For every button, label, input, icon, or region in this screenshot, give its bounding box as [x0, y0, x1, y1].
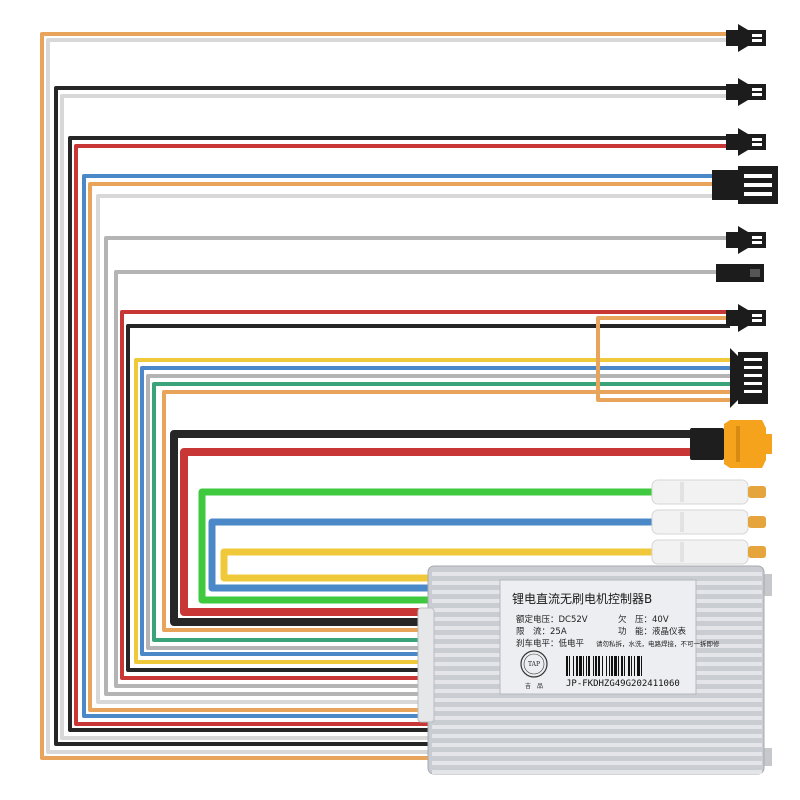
wire-black-2: [54, 86, 730, 746]
barcode-bar: [606, 656, 607, 676]
barcode-bar: [595, 656, 597, 676]
heatsink-fin: [432, 698, 762, 702]
wire-orange-loop: [596, 316, 730, 402]
label-rated-voltage: 额定电压：DC52V: [516, 614, 588, 625]
label-current-limit: 限 流：25A: [516, 626, 567, 637]
barcode-bar: [573, 656, 574, 676]
label-notes: 请勿私拆，水洗，电路焊接，不可一拆即修: [596, 639, 720, 648]
wire-white-4: [96, 194, 716, 704]
barcode-bar: [631, 656, 632, 676]
heatsink-fin: [432, 743, 762, 747]
barcode-bar: [588, 656, 590, 676]
heatsink-fin: [432, 725, 762, 729]
barcode-bar: [634, 656, 635, 676]
label-under-voltage: 欠 压：40V: [618, 614, 669, 625]
wire-green-8: [152, 382, 730, 642]
wire-gray-5: [104, 236, 730, 696]
bullet-connector-yellow: [651, 539, 766, 565]
barcode-bar: [586, 656, 587, 676]
connector-2pin-2: [726, 78, 766, 106]
barcode-bar: [569, 656, 570, 676]
barcode-bar: [624, 656, 625, 676]
barcode-bar: [579, 656, 582, 676]
heatsink-fin: [432, 770, 762, 774]
barcode-bar: [637, 656, 640, 676]
wire-phase-green: [198, 488, 656, 604]
barcode-bar: [641, 656, 642, 676]
wire-blue-4: [82, 174, 716, 718]
label-function: 功 能：液晶仪表: [618, 626, 687, 637]
barcode-bar: [593, 656, 594, 676]
barcode-bar: [618, 656, 619, 676]
barcode-text: JP-FKDHZG49G202411060: [566, 679, 680, 689]
wire-white-2: [60, 94, 730, 740]
power-phase-wire-bundle: [170, 430, 694, 626]
bullet-connector-green: [651, 479, 766, 505]
xt-power-connector: [690, 420, 772, 468]
heatsink-fin: [432, 734, 762, 738]
label-title: 锂电直流无刷电机控制器B: [512, 591, 652, 606]
wire-gray-6: [114, 270, 718, 688]
barcode-bar: [602, 656, 603, 676]
heatsink-fin: [432, 752, 762, 756]
wire-power-black: [170, 430, 694, 626]
heatsink-fin: [432, 572, 762, 576]
wire-phase-yellow: [220, 548, 656, 582]
connector-2pin-5: [726, 226, 766, 254]
connector-3pin-4: [712, 166, 778, 204]
heatsink-fin: [432, 716, 762, 720]
barcode-bar: [598, 656, 600, 676]
barcode-bar: [566, 656, 568, 676]
connector-6pin-8: [730, 348, 768, 408]
barcode-bar: [611, 656, 613, 676]
wire-phase-blue: [208, 518, 656, 592]
heatsink-fin: [432, 761, 762, 765]
wire-blue-8: [140, 366, 730, 656]
label-brake-level: 刹车电平：低电平: [516, 638, 585, 649]
connector-2pin-1: [726, 24, 766, 52]
wire-red-7: [120, 310, 730, 680]
barcode-bar: [609, 656, 610, 676]
barcode-bar: [628, 656, 630, 676]
bullet-connector-blue: [651, 509, 766, 535]
connector-small-6: [716, 264, 764, 282]
barcode-bar: [621, 656, 623, 676]
brand-logo: TAP 吉 品: [520, 650, 548, 690]
logo-text: TAP: [528, 661, 540, 668]
barcode-bar: [583, 656, 584, 676]
wire-orange-top: [40, 32, 730, 760]
barcode: [566, 656, 642, 676]
connector-2pin-7: [726, 304, 766, 332]
barcode-bar: [614, 656, 617, 676]
wire-orange-4: [88, 182, 716, 712]
wire-gray-8: [146, 374, 730, 650]
wire-black-7: [126, 324, 730, 672]
wire-yellow-8: [134, 358, 730, 664]
wire-red-3: [74, 144, 730, 726]
controller-label: 锂电直流无刷电机控制器B 额定电压：DC52V 欠 压：40V 限 流：25A …: [512, 591, 720, 690]
barcode-bar: [576, 656, 578, 676]
wire-orange-8: [162, 390, 730, 632]
wire-white-top: [46, 38, 730, 754]
connector-column: [651, 24, 778, 565]
signal-wire-bundle: [40, 32, 730, 760]
logo-sub: 吉 品: [525, 683, 543, 690]
connector-2pin-3: [726, 128, 766, 156]
wire-power-red: [180, 448, 694, 616]
heatsink-fin: [432, 707, 762, 711]
wire-black-3: [68, 136, 730, 732]
